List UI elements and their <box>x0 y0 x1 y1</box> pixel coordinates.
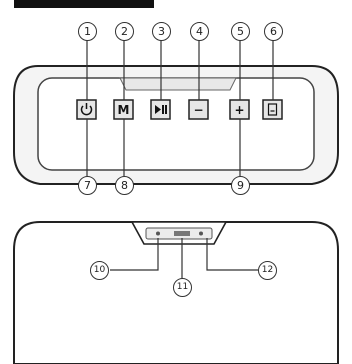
port-center <box>174 231 190 236</box>
callout-4: 4 <box>190 22 209 41</box>
leader-lines-bottom <box>110 238 258 278</box>
callout-1: 1 <box>78 22 97 41</box>
callout-2: 2 <box>115 22 134 41</box>
callout-11: 11 <box>173 278 192 297</box>
volume-down-label: − <box>193 102 204 117</box>
callout-9: 9 <box>231 176 250 195</box>
port-left <box>156 231 160 236</box>
callout-3: 3 <box>152 22 171 41</box>
mode-label: M <box>117 102 130 117</box>
button-6[interactable] <box>262 99 283 120</box>
button-6-icon <box>267 103 278 116</box>
callout-8: 8 <box>115 176 134 195</box>
callout-12: 12 <box>258 261 277 280</box>
play-pause-icon <box>155 105 167 114</box>
callout-6: 6 <box>264 22 283 41</box>
port-right <box>199 231 203 236</box>
callout-7: 7 <box>78 176 97 195</box>
power-icon <box>80 103 93 116</box>
callout-5: 5 <box>231 22 250 41</box>
leader-lines-top <box>86 39 274 176</box>
header-bar <box>14 0 154 8</box>
power-button[interactable] <box>76 99 97 120</box>
volume-up-label: + <box>234 102 245 117</box>
callout-10: 10 <box>90 261 109 280</box>
top-panel-bezel <box>119 77 237 91</box>
